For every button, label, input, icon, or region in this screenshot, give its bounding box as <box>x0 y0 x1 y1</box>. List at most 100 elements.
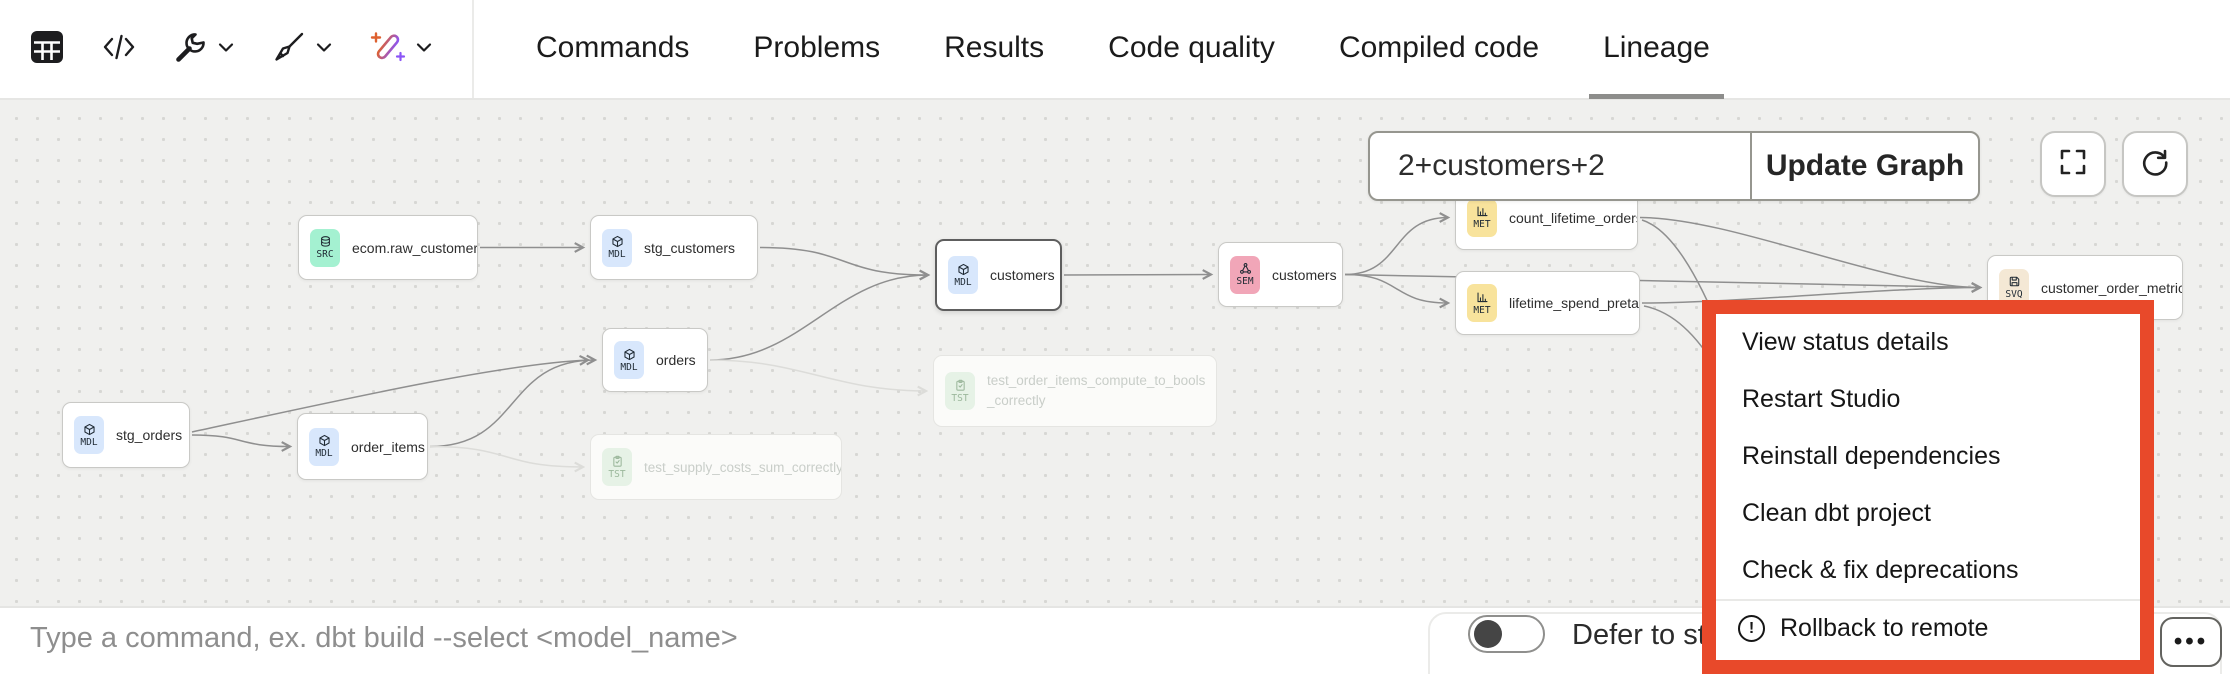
lineage-node-raw_customers[interactable]: SRC ecom.raw_customers <box>298 215 478 280</box>
defer-toggle-label: Defer to sta <box>1572 619 1722 651</box>
cleanup-tools-button[interactable] <box>272 30 332 69</box>
cube-icon <box>623 348 636 361</box>
node-label: test_order_items_compute_to_bools_correc… <box>987 373 1206 408</box>
chart-icon <box>1476 291 1489 304</box>
node-label: customers <box>1272 266 1337 283</box>
graph-selector-group: 2+customers+2 Update Graph <box>1368 131 1980 201</box>
node-label: customer_order_metrics <box>2041 279 2183 296</box>
code-view-button[interactable] <box>102 32 136 67</box>
menu-item-restart-studio[interactable]: Restart Studio <box>1742 385 1901 413</box>
table-view-button[interactable] <box>30 30 64 69</box>
menu-item-clean-dbt-project[interactable]: Clean dbt project <box>1742 499 1932 527</box>
badge-code: MDL <box>315 448 333 460</box>
cube-icon <box>318 434 331 447</box>
badge-code: MET <box>1473 219 1491 231</box>
lineage-node-test_supply[interactable]: TST test_supply_costs_sum_correctly <box>590 434 842 500</box>
defer-toggle[interactable] <box>1468 615 1545 653</box>
chevron-down-icon <box>316 40 332 58</box>
node-label: stg_orders <box>116 427 183 443</box>
alert-circle-icon: ! <box>1738 615 1765 642</box>
cube-icon <box>611 235 624 248</box>
tab-lineage[interactable]: Lineage <box>1589 0 1724 99</box>
menu-item-view-status-details[interactable]: View status details <box>1742 328 1949 356</box>
menu-divider <box>1716 599 2140 601</box>
badge-code: MET <box>1473 304 1491 316</box>
top-toolbar: Commands Problems Results Code quality Compi… <box>0 0 2230 100</box>
badge-code: SRC <box>316 249 334 261</box>
menu-item-check-fix-deprecations[interactable]: Check & fix deprecations <box>1742 556 2019 584</box>
update-graph-button[interactable]: Update Graph <box>1765 149 1965 182</box>
badge-code: SVQ <box>2005 289 2023 301</box>
table-grid-icon <box>30 30 64 69</box>
graph-selector-input[interactable]: 2+customers+2 <box>1370 133 1752 199</box>
sem-badge: SEM <box>1230 255 1260 294</box>
lineage-node-test_order_items[interactable]: TST test_order_items_compute_to_bools_cor… <box>933 355 1217 427</box>
menu-item-label: Rollback to remote <box>1780 614 1989 642</box>
lineage-node-customers_sem[interactable]: SEM customers <box>1218 242 1343 307</box>
tst-badge: TST <box>945 372 975 410</box>
node-label: ecom.raw_customers <box>352 239 478 256</box>
fullscreen-button[interactable] <box>2040 131 2106 197</box>
toolbar-divider <box>472 0 474 98</box>
database-icon <box>319 235 332 248</box>
lineage-node-orders[interactable]: MDL orders <box>602 328 708 392</box>
build-tools-button[interactable] <box>174 30 234 69</box>
code-icon <box>102 32 136 67</box>
semantic-icon <box>1239 262 1252 275</box>
badge-code: SEM <box>1236 276 1254 288</box>
badge-code: TST <box>951 392 969 404</box>
lineage-node-stg_customers[interactable]: MDL stg_customers <box>590 215 758 280</box>
node-label: orders <box>656 352 696 368</box>
tab-results[interactable]: Results <box>944 31 1045 64</box>
tab-problems[interactable]: Problems <box>753 31 881 64</box>
cube-icon <box>957 263 970 276</box>
badge-code: MDL <box>620 361 638 373</box>
menu-item-rollback-to-remote[interactable]: ! Rollback to remote <box>1716 601 2140 656</box>
tab-compiled-code[interactable]: Compiled code <box>1338 31 1540 64</box>
lineage-node-order_items[interactable]: MDL order_items <box>297 413 428 480</box>
node-label: test_supply_costs_sum_correctly <box>644 459 842 475</box>
mdl-badge: MDL <box>309 427 339 466</box>
tab-code-quality[interactable]: Code quality <box>1108 31 1275 64</box>
node-label: order_items <box>351 438 425 455</box>
command-input[interactable]: Type a command, ex. dbt build --select <… <box>30 622 738 654</box>
wrench-icon <box>174 30 208 69</box>
refresh-button[interactable] <box>2122 131 2188 197</box>
more-options-button[interactable]: ••• <box>2160 617 2222 667</box>
mdl-badge: MDL <box>74 416 104 454</box>
node-label: lifetime_spend_pretax <box>1509 295 1640 311</box>
toggle-knob-icon <box>1474 620 1502 648</box>
menu-item-reinstall-dependencies[interactable]: Reinstall dependencies <box>1742 442 2001 470</box>
toolbar-tabs: Commands Problems Results Code quality Compi… <box>536 0 1724 99</box>
tst-badge: TST <box>602 448 632 486</box>
lineage-node-lifetime_spend_pretax[interactable]: MET lifetime_spend_pretax <box>1455 271 1640 335</box>
tab-commands[interactable]: Commands <box>536 31 690 64</box>
ai-tools-button[interactable] <box>370 30 432 69</box>
mdl-badge: MDL <box>602 228 632 267</box>
cube-icon <box>83 423 96 436</box>
test-icon <box>611 455 624 468</box>
badge-code: MDL <box>80 436 98 448</box>
node-label: stg_customers <box>644 239 736 256</box>
badge-code: TST <box>608 468 626 480</box>
badge-code: MDL <box>608 249 626 261</box>
test-icon <box>954 379 967 392</box>
met-badge: MET <box>1467 198 1497 237</box>
node-label: count_lifetime_orders <box>1509 209 1638 226</box>
magic-wand-icon <box>370 30 406 69</box>
broom-icon <box>272 30 306 69</box>
mdl-badge: MDL <box>948 256 978 294</box>
chevron-down-icon <box>218 40 234 58</box>
chart-icon <box>1476 205 1489 218</box>
refresh-icon <box>2141 148 2169 181</box>
badge-code: MDL <box>954 276 972 288</box>
save-icon <box>2008 275 2021 288</box>
lineage-node-customers[interactable]: MDL customers <box>935 239 1062 311</box>
lineage-node-stg_orders[interactable]: MDL stg_orders <box>62 402 190 468</box>
src-badge: SRC <box>310 228 340 267</box>
met-badge: MET <box>1467 284 1497 322</box>
node-label: customers <box>990 267 1055 283</box>
